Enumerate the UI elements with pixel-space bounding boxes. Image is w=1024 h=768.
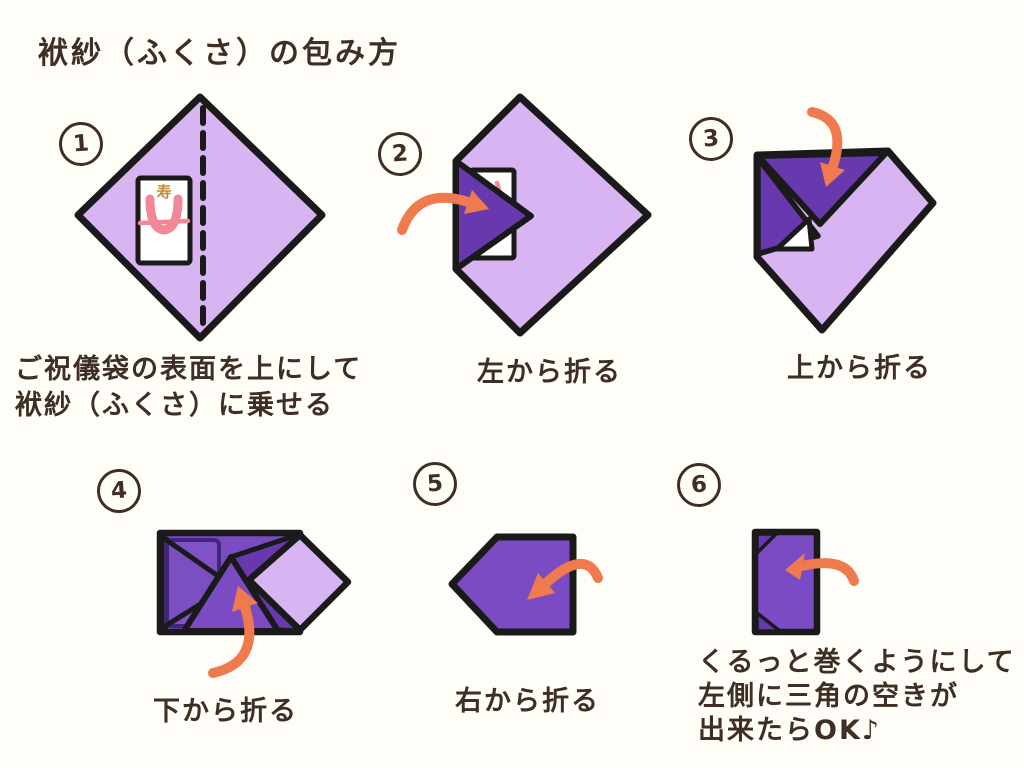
caption-line: 左から折る xyxy=(477,357,622,388)
right-corner-flap xyxy=(245,531,352,634)
step-5-figure xyxy=(448,533,603,636)
caption-line: ご祝儀袋の表面を上にして xyxy=(15,354,363,385)
caption-line: 上から折る xyxy=(787,353,932,384)
step-number: 5 xyxy=(426,470,444,498)
caption-line: 左側に三角の空きが xyxy=(698,681,959,712)
fukusa-cloth xyxy=(452,93,652,337)
wrap-arrow-icon xyxy=(785,553,859,586)
mizuhiki-ribbon-band xyxy=(137,218,191,226)
fukusa-packet xyxy=(448,533,577,636)
fold-arrow-icon xyxy=(397,190,489,235)
step-1-figure: 寿 xyxy=(74,93,326,342)
fold-arrow-icon xyxy=(527,558,603,600)
step-number: 4 xyxy=(110,477,128,505)
step-6-figure xyxy=(751,528,859,636)
kotobuki-kanji: 寿 xyxy=(156,183,171,201)
step-2-caption: 左から折る xyxy=(477,355,622,391)
bottom-corner-opening xyxy=(755,611,782,633)
mizuhiki-ribbon xyxy=(145,194,183,235)
caption-line: 右から折る xyxy=(455,686,600,717)
step-number: 6 xyxy=(690,471,708,499)
caption-line: くるっと巻くようにして xyxy=(698,647,1016,678)
envelope-corner-peek xyxy=(774,216,815,252)
step-number: 1 xyxy=(72,130,90,158)
step-3-figure xyxy=(753,107,937,334)
caption-line: 出来たらOK♪ xyxy=(698,715,882,746)
step-1-caption: ご祝儀袋の表面を上にして 袱紗（ふくさ）に乗せる xyxy=(15,352,362,424)
step-2-figure xyxy=(397,93,652,337)
caption-line: 袱紗（ふくさ）に乗せる xyxy=(15,390,334,421)
step-4-figure xyxy=(156,529,352,678)
step-number: 2 xyxy=(391,140,409,168)
top-corner-opening xyxy=(755,532,778,555)
left-fold-triangle xyxy=(453,158,534,272)
bottom-fold-triangle xyxy=(181,554,281,634)
fold-arrow-icon xyxy=(208,586,258,678)
step-6-caption: くるっと巻くようにして 左側に三角の空きが 出来たらOK♪ xyxy=(698,646,1016,748)
caption-line: 下から折る xyxy=(153,696,298,727)
step-number: 3 xyxy=(702,125,720,153)
fold-arrow-icon xyxy=(807,107,845,187)
page-title: 袱紗（ふくさ）の包み方 xyxy=(38,36,401,71)
step-3-caption: 上から折る xyxy=(787,351,932,387)
top-fold-triangle xyxy=(755,150,889,227)
step-4-caption: 下から折る xyxy=(153,694,298,730)
finished-packet xyxy=(751,528,821,636)
step-5-caption: 右から折る xyxy=(455,684,600,720)
